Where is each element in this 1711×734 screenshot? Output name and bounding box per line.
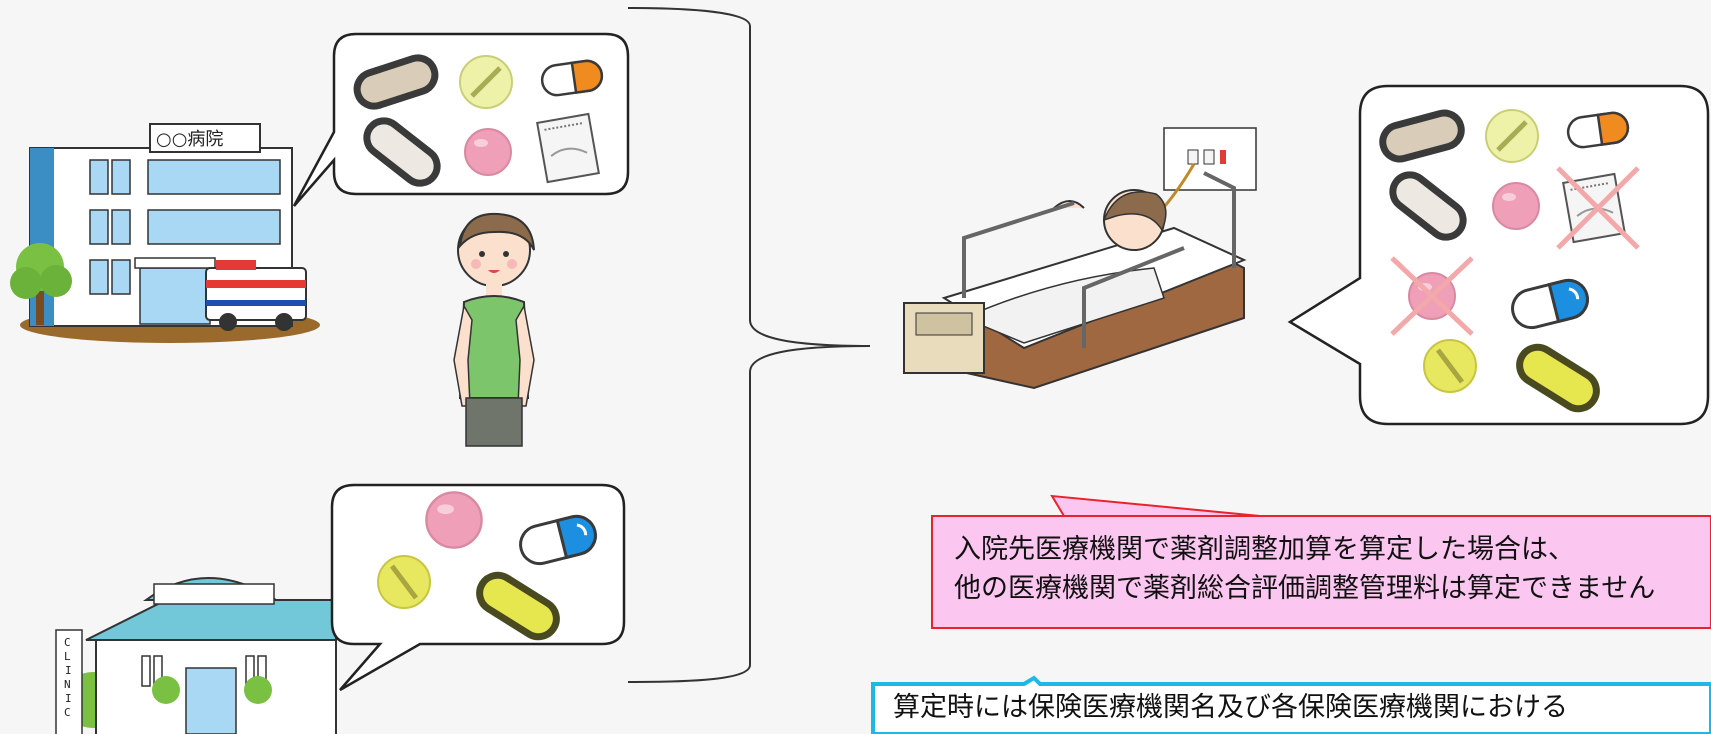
blue-note-text: 算定時には保険医療機関名及び各保険医療機関における <box>873 684 1711 734</box>
pill-icon <box>1424 340 1476 392</box>
pill-icon <box>1492 182 1540 230</box>
blue-note-line1: 算定時には保険医療機関名及び各保険医療機関における <box>893 692 1568 723</box>
pink-note-line2: 他の医療機関で薬剤総合評価調整管理料は算定できません <box>954 573 1656 604</box>
speech-bubble-combined <box>1287 84 1710 426</box>
clinic-icon: C L I N I C <box>55 577 337 734</box>
cross-mark-icon <box>1390 256 1474 336</box>
bed-patient-icon <box>903 127 1257 390</box>
clinic-sign: C L I N I C <box>64 636 78 719</box>
pill-icon <box>425 491 483 549</box>
hospital-icon: ○○病院 <box>10 123 320 343</box>
pill-icon <box>1486 110 1538 162</box>
pill-icon <box>460 56 512 108</box>
grouping-bracket <box>627 7 871 683</box>
medicine-packet-icon <box>536 112 600 184</box>
blue-callout <box>871 675 1711 734</box>
pill-icon <box>378 556 430 608</box>
pink-callout <box>931 494 1711 629</box>
person-icon <box>453 212 535 447</box>
pink-note-text: 入院先医療機関で薬剤調整加算を算定した場合は、 他の医療機関で薬剤総合評価調整管… <box>932 516 1711 626</box>
cross-mark-icon <box>1556 166 1640 250</box>
hospital-sign: ○○病院 <box>156 129 223 150</box>
pink-note-line1: 入院先医療機関で薬剤調整加算を算定した場合は、 <box>954 534 1575 565</box>
pill-icon <box>464 128 512 176</box>
